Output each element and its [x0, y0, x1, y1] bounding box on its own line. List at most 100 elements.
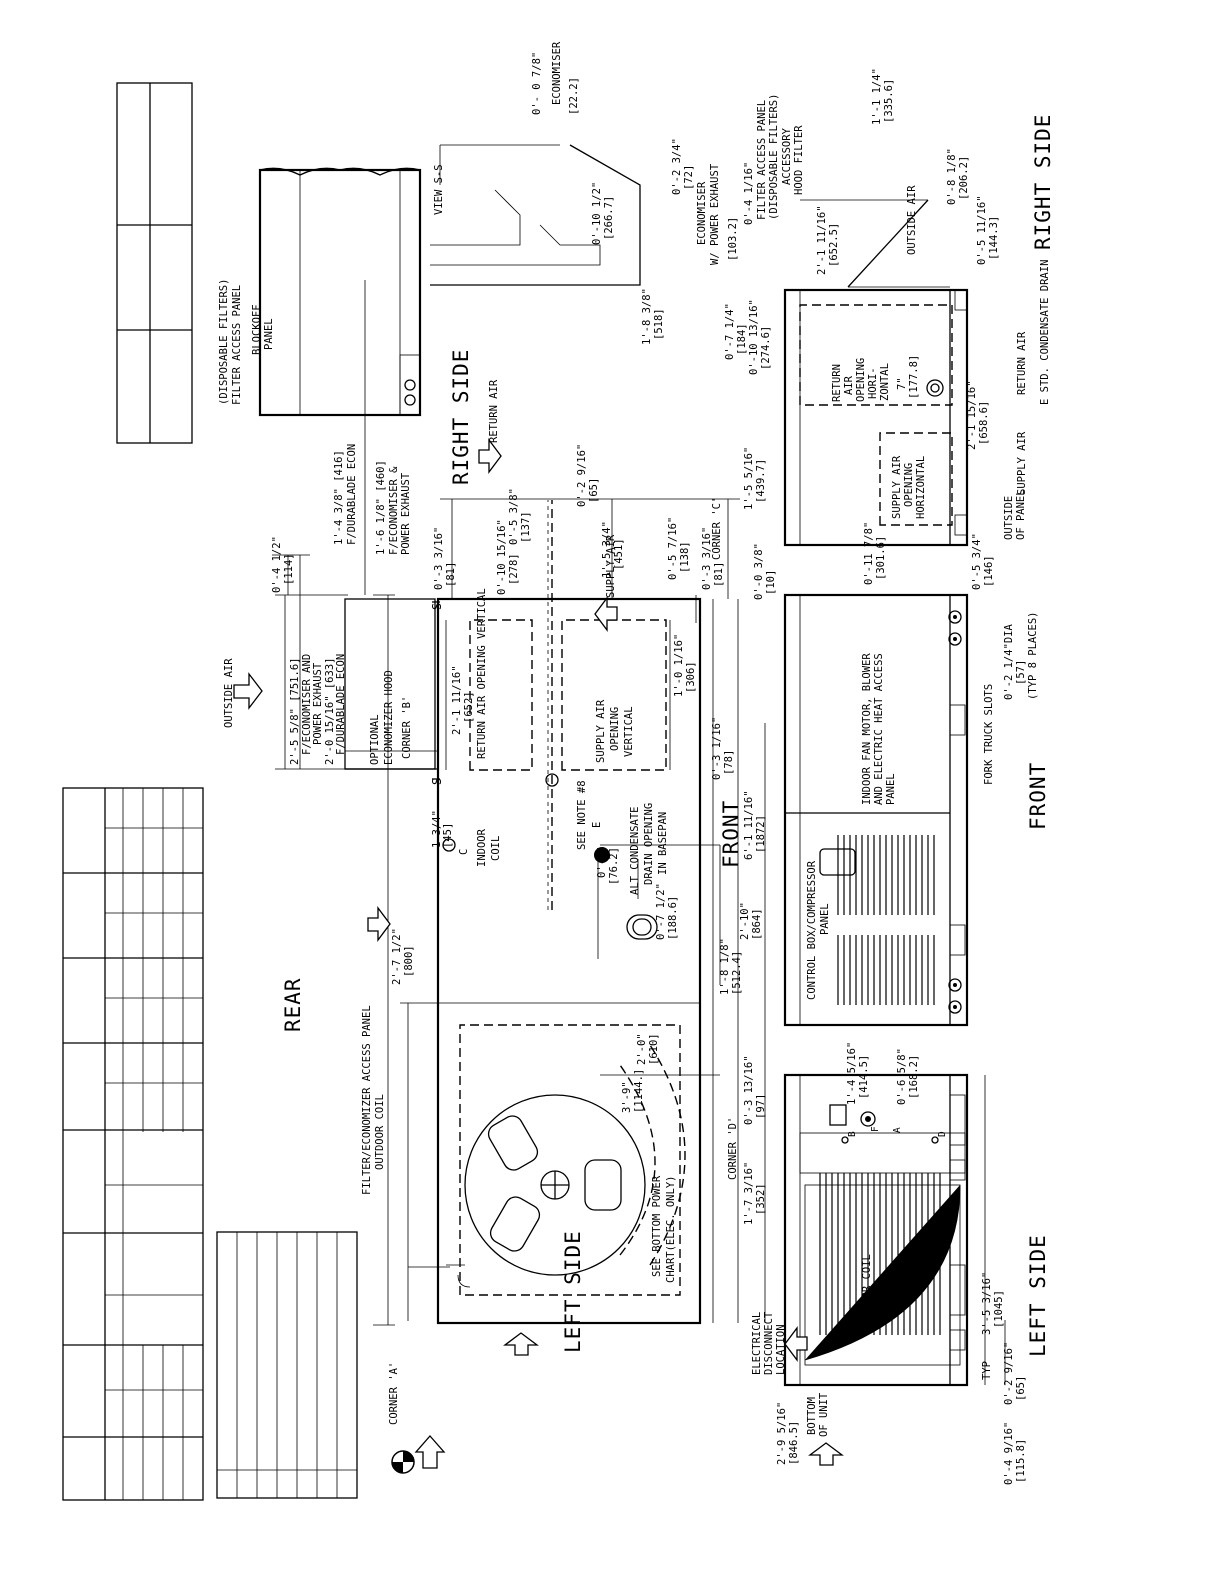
dim-0-3-3-16-bottom: 0'-3 3/16"	[701, 527, 713, 590]
dia-label: 0'-2 1/4"DIA	[1003, 623, 1015, 700]
view-label-front: FRONT	[719, 800, 743, 868]
right-accessory-label-1: ACCESSORY	[781, 127, 793, 185]
dim-2-1-15-16-mm: [658.6]	[978, 401, 990, 445]
right-return-opening	[799, 304, 953, 406]
section-dim-0-10-1-2-mm: [266.7]	[603, 196, 615, 240]
return-opening-label: RETURN AIR OPENING VERTICAL	[476, 588, 488, 759]
dim-0-3-1-16: 0'-3 1/16"	[711, 717, 723, 780]
supply-opening-label-3: VERTICAL	[623, 706, 635, 757]
dim-0-5-3-4-mm: [146]	[983, 555, 995, 587]
right-return-label-3: OPENING	[855, 358, 867, 402]
outside-panel-label-1: OUTSIDE	[1003, 496, 1015, 540]
section-mark-s-1: S	[430, 778, 444, 785]
filter-access-label: FILTER/ECONOMIZER ACCESS PANEL	[361, 1005, 373, 1195]
right-accessory-label-2: HOOD FILTER	[793, 125, 805, 195]
dim-2-10-mm: [864]	[751, 908, 763, 940]
dim-0-5-7-16-mm: [138]	[679, 541, 691, 573]
alt-condensate-label-1: E	[591, 822, 603, 828]
disconnect-label: DISCONNECT	[763, 1311, 775, 1375]
bottom-label: BOTTOM	[806, 1397, 818, 1435]
dim-3-5-3-16: 3'-5 3/16"	[981, 1272, 993, 1335]
dim-3-5-3-16-typ: TYP	[981, 1361, 993, 1380]
rear-air-arrow-icon	[367, 906, 391, 942]
dim-0-3: 0'-3"	[596, 846, 608, 878]
dim-1-5-5-16: 1'-5 5/16"	[743, 447, 755, 510]
dim-0-3-13-16-mm: [97]	[755, 1094, 767, 1119]
right-filter-label-2: (DISPOSABLE FILTERS)	[768, 94, 780, 220]
dim-1-6-1-8-note-b: POWER EXHAUST	[400, 472, 412, 555]
dim-0-3-mm: [76.2]	[608, 847, 620, 885]
return-air-opening	[469, 619, 533, 771]
dim-2-7-1-2-mm: [800]	[403, 945, 415, 977]
dim-0-7-1-4: 0'-7 1/4"	[724, 303, 736, 360]
dim-2-5-5-8-note-a: F/ECONOMISER AND	[301, 654, 313, 755]
alt-condensate-label-2: ALT CONDENSATE	[629, 806, 641, 895]
section-dim-1-8-3-8-mm: [518]	[653, 308, 665, 340]
std-drain-label: E STD. CONDENSATE DRAIN	[1039, 260, 1051, 405]
indoor-coil-label-2: COIL	[490, 836, 502, 861]
dim-2-0-mm: [610]	[648, 1033, 660, 1065]
right-filter-label-1: FILTER ACCESS PANEL	[756, 100, 768, 220]
left-side-view: OUTDOOR COIL ELECTRICAL DISCONNECT LOCAT…	[743, 1042, 1050, 1485]
dim-0-3-3-16-top-mm: [81]	[445, 562, 457, 587]
section-ss-view: VIEW S-S ECONOMISER ECONOMISER W/ POWER …	[430, 41, 721, 345]
compressor-louvers	[837, 835, 935, 1005]
center-of-gravity-icon	[391, 1450, 415, 1474]
blockoff-label: BLOCKOFF	[251, 304, 263, 355]
dim-1-7-3-16: 1'-7 3/16"	[743, 1162, 755, 1225]
dim-2-0: 2'-0"	[636, 1033, 648, 1065]
outdoor-coil-label: OUTDOOR COIL	[374, 1094, 386, 1170]
right-return-label-5: ZONTAL	[879, 363, 891, 401]
power-exhaust-label: W/ POWER EXHAUST	[709, 163, 721, 265]
dim-1-4-3-8: 1'-4 3/8" [416]	[333, 450, 345, 545]
filter-panel-view: FILTER ACCESS PANEL (DISPOSABLE FILTERS)…	[218, 167, 422, 417]
dim-0-5-3-8: 0'-5 3/8"	[508, 488, 520, 545]
dim-1-4-5-16: 1'-4 5/16"	[846, 1042, 858, 1105]
dim-0-10-13-16-mm: [274.6]	[760, 326, 772, 370]
right-return-7: 7"	[896, 377, 908, 390]
indoor-fan-label-3: PANEL	[885, 773, 897, 805]
filter-panel-label: FILTER ACCESS PANEL	[231, 285, 243, 405]
dim-0-4-1-2: 0'-4 1/2"	[271, 536, 283, 593]
dim-2-1-11-16-right-mm: [652.5]	[828, 223, 840, 267]
dim-2-1-11-16-right: 2'-1 11/16"	[816, 205, 828, 275]
right-outside-air: OUTSIDE AIR	[906, 185, 918, 255]
control-box-label-2: PANEL	[819, 903, 831, 935]
control-box-label-1: CONTROL BOX/COMPRESSOR	[806, 860, 818, 1000]
section-dim-0-10-1-2: 0'-10 1/2"	[591, 182, 603, 245]
electrical-table-empty	[216, 1231, 358, 1499]
view-label-right-side: RIGHT SIDE	[449, 349, 473, 485]
section-dim-0-2-3-4-mm: [72]	[683, 165, 695, 190]
dim-1-5-5-16-mm: [439.7]	[755, 459, 767, 503]
filter-panel-label-2: (DISPOSABLE FILTERS)	[218, 279, 230, 405]
dim-0-4-1-2-mm: [114]	[283, 553, 295, 585]
view-label-rear: REAR	[281, 977, 305, 1032]
left-air-arrow-icon	[503, 1332, 539, 1356]
dim-0-7-1-4-mm: [184]	[736, 323, 748, 355]
right-supply-label-1: SUPPLY AIR	[891, 455, 903, 519]
corner-b-label: CORNER 'B'	[401, 696, 413, 759]
front-view: CONTROL BOX/COMPRESSOR PANEL INDOOR FAN …	[783, 533, 1050, 1027]
dim-2-1-11-16-mm: [652]	[463, 691, 475, 723]
return-air-label: RETURN AIR	[488, 379, 500, 443]
dim-1-5-3-4: 1'-5 3/4"	[601, 521, 613, 578]
dim-2-1-11-16: 2'-1 11/16"	[451, 665, 463, 735]
right-return-air: RETURN AIR	[1016, 331, 1028, 395]
dim-1-4-3-8-note: F/DURABLADE ECON	[346, 444, 358, 545]
supply-air-label: SUPPLY AIR	[605, 534, 617, 598]
electrical-label: ELECTRICAL	[751, 1312, 763, 1375]
right-return-label-2: AIR	[843, 375, 855, 395]
economiser-label-1: ECONOMISER	[551, 41, 563, 105]
right-side-view: RETURN AIR OPENING HORI- ZONTAL 7" [177.…	[724, 68, 1055, 585]
dim-0-2-9-16: 0'-2 9/16"	[576, 444, 588, 507]
dim-6-1-11-16: 6'-1 11/16"	[743, 790, 755, 860]
dim-2-7-1-2: 2'-7 1/2"	[391, 928, 403, 985]
dim-0-5-3-4: 0'-5 3/4"	[971, 533, 983, 590]
bottom-power-label-1: SEE BOTTOM POWER	[651, 1175, 663, 1277]
dim-1-0-1-16-mm: [306]	[685, 661, 697, 693]
unit-outline	[436, 597, 702, 1325]
outside-air-label: OUTSIDE AIR	[223, 658, 235, 728]
